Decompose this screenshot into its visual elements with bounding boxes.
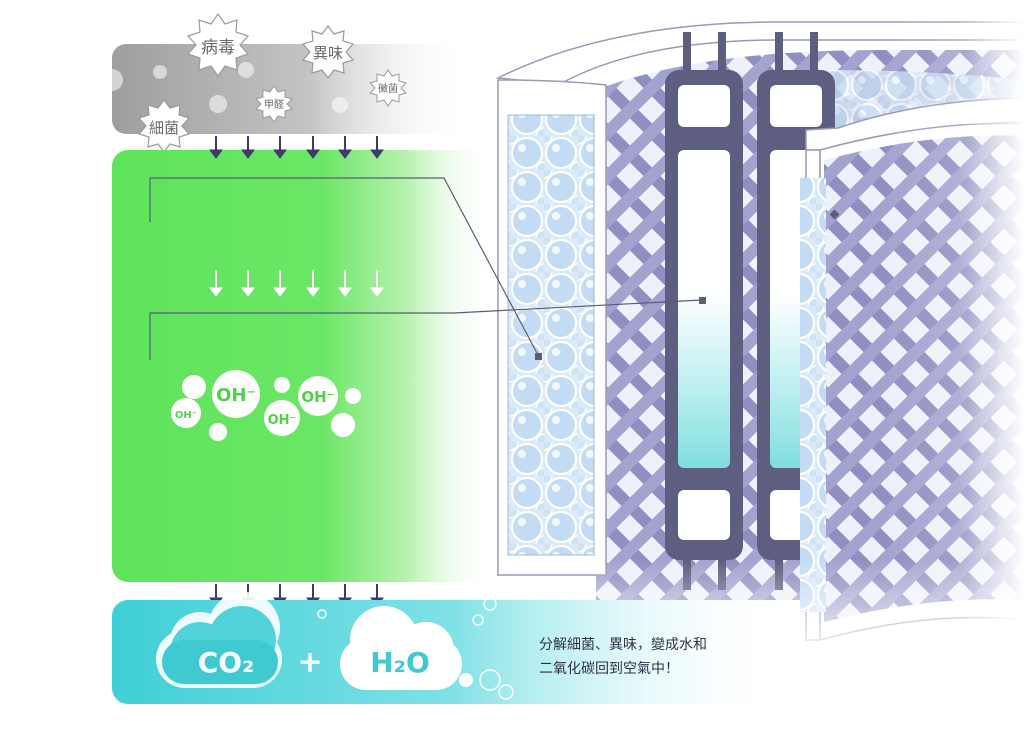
ion-oh-large-2: OH⁻ <box>301 388 334 406</box>
caption-line-2: 二氧化碳回到空氣中！ <box>539 661 679 677</box>
pollutant-mold: 黴菌 <box>369 69 407 107</box>
label-odor: 異味 <box>313 44 343 62</box>
plus-sign: + <box>297 645 322 680</box>
ion-oh-large-1: OH⁻ <box>216 385 256 406</box>
label-virus: 病毒 <box>201 38 235 58</box>
bead-panel-left <box>497 79 607 576</box>
pollutant-virus: 病毒 <box>186 12 250 78</box>
caption-line-1: 分解細菌、異味，變成水和 <box>539 637 707 653</box>
hydroxide-ions: OH⁻ OH⁻ OH⁻ OH⁻ <box>171 370 361 441</box>
pollutant-odor: 異味 <box>301 25 355 79</box>
product-h2o: H₂O <box>370 646 430 679</box>
caption: 分解細菌、異味，變成水和 二氧化碳回到空氣中！ <box>539 637 707 677</box>
pollutant-formaldehyde: 甲醛 <box>255 85 293 123</box>
h2o-cloud: H₂O <box>340 606 473 690</box>
label-mold: 黴菌 <box>378 82 398 95</box>
electrode-tube-left <box>665 32 743 590</box>
co2-cloud: CO₂ <box>156 592 282 688</box>
filter-cylinder <box>495 0 1024 730</box>
ion-oh-small-1: OH⁻ <box>175 410 197 421</box>
label-bacteria: 細菌 <box>149 119 179 137</box>
arrows-internal <box>209 270 384 297</box>
reaction-panel <box>112 150 840 582</box>
arrows-incoming <box>209 136 384 159</box>
label-formaldehyde: 甲醛 <box>264 98 284 111</box>
ion-oh-small-2: OH⁻ <box>268 413 297 428</box>
product-co2: CO₂ <box>198 646 255 679</box>
